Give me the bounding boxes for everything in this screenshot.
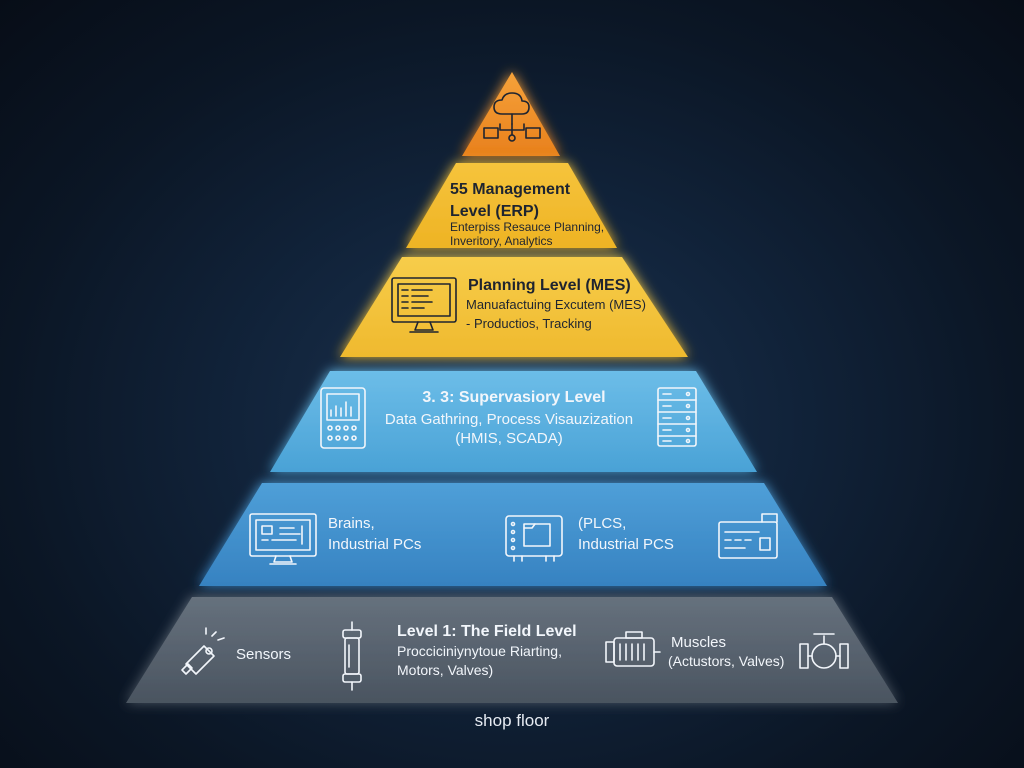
field-title: Level 1: The Field Level bbox=[397, 623, 577, 640]
supervisory-title: 3. 3: Supervasiory Level bbox=[422, 389, 605, 406]
pyramid-level-supervisory: 3. 3: Supervasiory Level Data Gathring, … bbox=[270, 371, 757, 472]
cloud-network-icon bbox=[483, 92, 541, 142]
mes-description-line-2: - Productios, Tracking bbox=[466, 316, 592, 331]
erp-title-line-1: 55 Management bbox=[450, 181, 571, 198]
field-right-label-line-1: Muscles bbox=[671, 634, 726, 651]
computer-monitor-icon bbox=[391, 277, 457, 333]
field-description-line-1: Procciciniynytoue Riarting, bbox=[397, 643, 562, 659]
field-right-label-line-2: (Actustors, Valves) bbox=[668, 653, 784, 669]
sensor-icon bbox=[181, 627, 225, 675]
erp-description-line-2: Inveritory, Analytics bbox=[450, 234, 552, 248]
pyramid-level-field: Sensors Level 1: The Field Level Proccic… bbox=[126, 597, 898, 703]
control-left-line-1: Brains, bbox=[328, 515, 375, 532]
pyramid-level-erp: 55 Management Level (ERP) Enterpiss Resa… bbox=[406, 163, 617, 248]
pyramid-level-control: Brains, Industrial PCs (PLCS, Industrial… bbox=[199, 483, 827, 586]
shop-floor-caption: shop floor bbox=[474, 711, 550, 730]
field-left-label: Sensors bbox=[236, 646, 291, 663]
industrial-pc-icon bbox=[249, 513, 317, 565]
actuator-cylinder-icon bbox=[342, 621, 362, 691]
server-rack-icon bbox=[657, 387, 697, 447]
motor-icon bbox=[605, 631, 661, 667]
control-unit-icon bbox=[718, 513, 778, 559]
hmi-panel-icon bbox=[320, 387, 366, 449]
valve-icon bbox=[799, 633, 849, 669]
mes-title: Planning Level (MES) bbox=[468, 277, 631, 294]
supervisory-description-line-1: Data Gathring, Process Visauzization bbox=[385, 411, 633, 428]
erp-description-line-1: Enterpiss Resauce Planning, bbox=[450, 220, 604, 234]
control-right-line-2: Industrial PCS bbox=[578, 536, 674, 553]
supervisory-description-line-2: (HMIS, SCADA) bbox=[455, 430, 563, 447]
control-right-line-1: (PLCS, bbox=[578, 515, 626, 532]
plc-controller-icon bbox=[505, 515, 563, 562]
control-left-line-2: Industrial PCs bbox=[328, 536, 421, 553]
field-description-line-2: Motors, Valves) bbox=[397, 662, 493, 678]
pyramid-level-mes: Planning Level (MES) Manuafactuing Excut… bbox=[340, 257, 688, 357]
mes-description-line-1: Manuafactuing Excutem (MES) bbox=[466, 297, 646, 312]
pyramid-level-apex bbox=[462, 72, 560, 156]
erp-title-line-2: Level (ERP) bbox=[450, 203, 539, 220]
